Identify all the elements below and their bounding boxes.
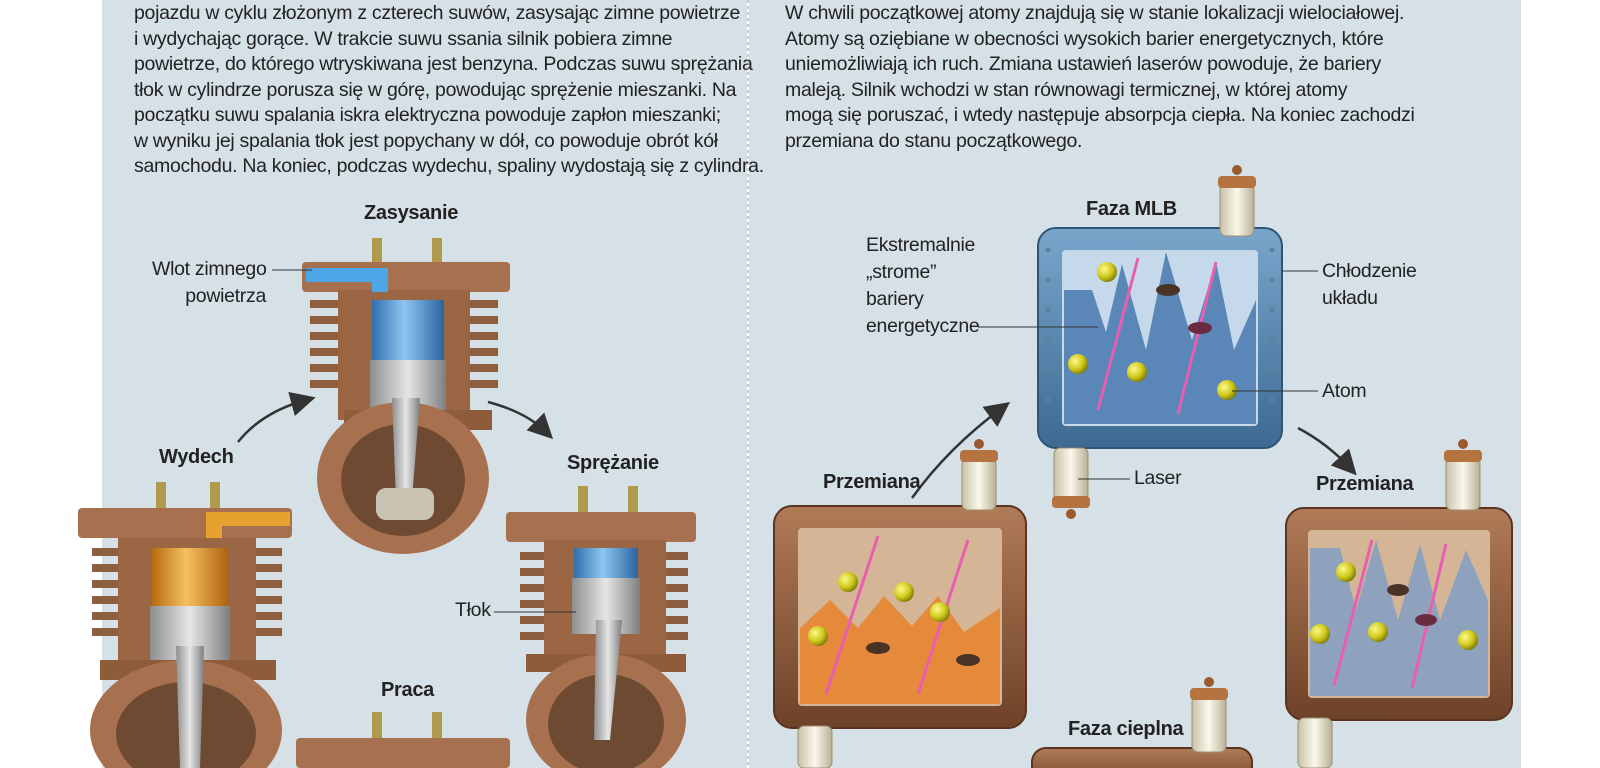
arrow-mlb-to-transition [1297, 426, 1357, 476]
laser-tube-mlb-top [1218, 165, 1256, 237]
atom [1458, 630, 1478, 650]
label-line: energetyczne [866, 315, 980, 337]
phase-title-mlb: Faza MLB [1086, 198, 1177, 220]
engine-intake [302, 238, 510, 554]
quantum-description-line: przemiana do stanu początkowego. [785, 129, 1083, 152]
engine-compression [506, 486, 696, 768]
phase-title-transition-left: Przemiana [823, 471, 921, 493]
phase-title-thermal: Faza cieplna [1068, 718, 1184, 740]
label-laser: Laser [1134, 467, 1182, 489]
quantum-description: W chwili początkowej atomy znajdują się … [785, 1, 1415, 154]
atom [1097, 262, 1117, 282]
atom [930, 602, 950, 622]
atom [894, 582, 914, 602]
chamber-transition-left [773, 505, 1027, 729]
engine-power [296, 712, 510, 768]
atom [1217, 380, 1237, 400]
stage-title-exhaust: Wydech [159, 446, 234, 468]
atom [1336, 562, 1356, 582]
atom [1310, 624, 1330, 644]
chamber-thermal [1031, 677, 1253, 768]
atom [838, 572, 858, 592]
stage-title-intake: Zasysanie [364, 202, 459, 224]
arrow-exhaust-to-intake [237, 391, 316, 443]
atoms [808, 262, 1478, 650]
quantum-description-line: Atomy są oziębiane w obecności wysokich … [785, 27, 1384, 50]
label-line: Chłodzenie [1322, 260, 1417, 282]
engine-description-line: tłok w cylindrze porusza się w górę, pow… [134, 78, 737, 101]
label-piston: Tłok [455, 599, 491, 621]
engine-description-line: w wyniku jej spalania tłok jest popychan… [134, 129, 718, 152]
laser-tube-mlb-bottom [1052, 447, 1090, 519]
stage-title-compression: Sprężanie [567, 452, 659, 474]
arrow-transition-to-mlb [910, 402, 1011, 499]
label-energy-barriers: Ekstremalnie „strome” bariery energetycz… [866, 232, 980, 340]
engine-description-line: powietrze, do którego wtryskiwana jest b… [134, 53, 753, 75]
chamber-mlb [1037, 227, 1283, 449]
atom [1368, 622, 1388, 642]
label-line: „strome” [866, 261, 937, 283]
label-line: układu [1322, 287, 1378, 309]
engine-description-line: i wydychając gorące. W trakcie suwu ssan… [134, 27, 673, 50]
label-line: bariery [866, 288, 924, 310]
quantum-description-line: maleją. Silnik wchodzi w stan równowagi … [785, 78, 1348, 101]
label-cold-air-inlet: Wlot zimnego powietrza [152, 256, 267, 310]
quantum-description-line: uniemożliwiają ich ruch. Zmiana ustawień… [785, 53, 1382, 75]
label-atom: Atom [1322, 380, 1367, 402]
quantum-description-line: W chwili początkowej atomy znajdują się … [785, 2, 1405, 24]
quantum-description-line: mogą się poruszać, i wtedy następuje abs… [785, 104, 1415, 126]
engine-exhaust [78, 482, 292, 768]
atom [1127, 362, 1147, 382]
label-line: Wlot zimnego [152, 258, 267, 280]
engine-description-line: początku suwu spalania iskra elektryczna… [134, 104, 721, 126]
label-line: Ekstremalnie [866, 234, 976, 256]
arrow-intake-to-compression [487, 400, 554, 440]
atom [1068, 354, 1088, 374]
engine-description: pojazdu w cyklu złożonym z czterech suwó… [134, 1, 764, 180]
stage-title-power: Praca [381, 679, 434, 701]
phase-title-transition-right: Przemiana [1316, 473, 1414, 495]
engine-description-line: pojazdu w cyklu złożonym z czterech suwó… [134, 2, 741, 24]
chamber-transition-right [1285, 507, 1513, 721]
laser-tube-left-chamber [797, 439, 998, 768]
label-line: powietrza [185, 285, 266, 307]
atom [808, 626, 828, 646]
label-system-cooling: Chłodzenie układu [1322, 258, 1417, 312]
engine-description-line: samochodu. Na koniec, podczas wydechu, s… [134, 155, 764, 177]
laser-tube-right-chamber [1297, 439, 1482, 768]
